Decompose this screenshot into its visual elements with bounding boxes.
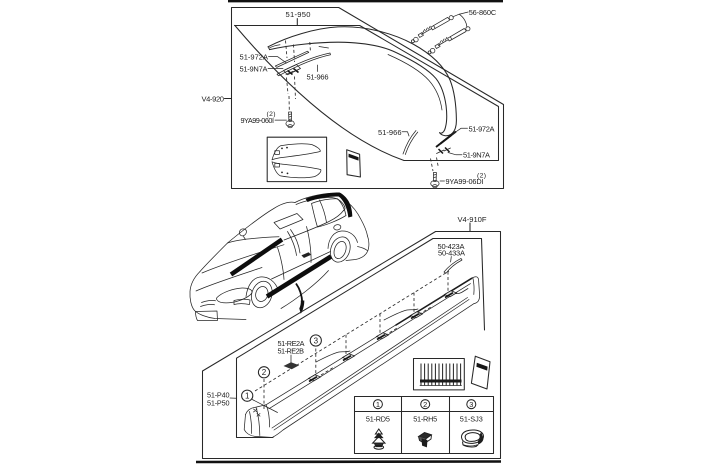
svg-text:9YA99-06DI: 9YA99-06DI xyxy=(446,177,484,186)
svg-text:50-423A: 50-423A xyxy=(438,242,465,251)
svg-text:51-972A: 51-972A xyxy=(240,52,269,61)
svg-text:51-RE2B: 51-RE2B xyxy=(278,346,305,355)
svg-text:51-SJ3: 51-SJ3 xyxy=(460,414,483,423)
svg-text:51-9N7A: 51-9N7A xyxy=(240,65,268,74)
svg-text:51-RH5: 51-RH5 xyxy=(413,414,437,423)
svg-text:1: 1 xyxy=(245,392,250,401)
svg-text:V4-910F: V4-910F xyxy=(458,215,487,224)
svg-text:51-P50: 51-P50 xyxy=(207,399,230,408)
svg-text:50-433A: 50-433A xyxy=(438,248,465,257)
svg-text:V4-920: V4-920 xyxy=(202,95,225,104)
svg-text:51-P40: 51-P40 xyxy=(207,391,230,400)
svg-text:51-9N7A: 51-9N7A xyxy=(463,151,490,160)
svg-text:2: 2 xyxy=(423,400,427,409)
svg-text:(2): (2) xyxy=(477,173,486,180)
svg-text:51-966: 51-966 xyxy=(378,128,402,137)
svg-text:51-RE2A: 51-RE2A xyxy=(278,339,305,348)
svg-text:51-972A: 51-972A xyxy=(469,124,495,133)
svg-text:56-860C: 56-860C xyxy=(469,8,497,17)
svg-text:1: 1 xyxy=(376,400,380,409)
svg-text:3: 3 xyxy=(314,336,319,345)
svg-text:51-RD5: 51-RD5 xyxy=(366,414,390,423)
svg-text:51-966: 51-966 xyxy=(307,72,329,81)
svg-text:2: 2 xyxy=(262,368,267,377)
svg-text:9YA99-060I: 9YA99-060I xyxy=(241,116,275,125)
svg-text:3: 3 xyxy=(469,400,473,409)
svg-text:(2): (2) xyxy=(267,111,276,118)
svg-text:51-950: 51-950 xyxy=(286,10,311,19)
